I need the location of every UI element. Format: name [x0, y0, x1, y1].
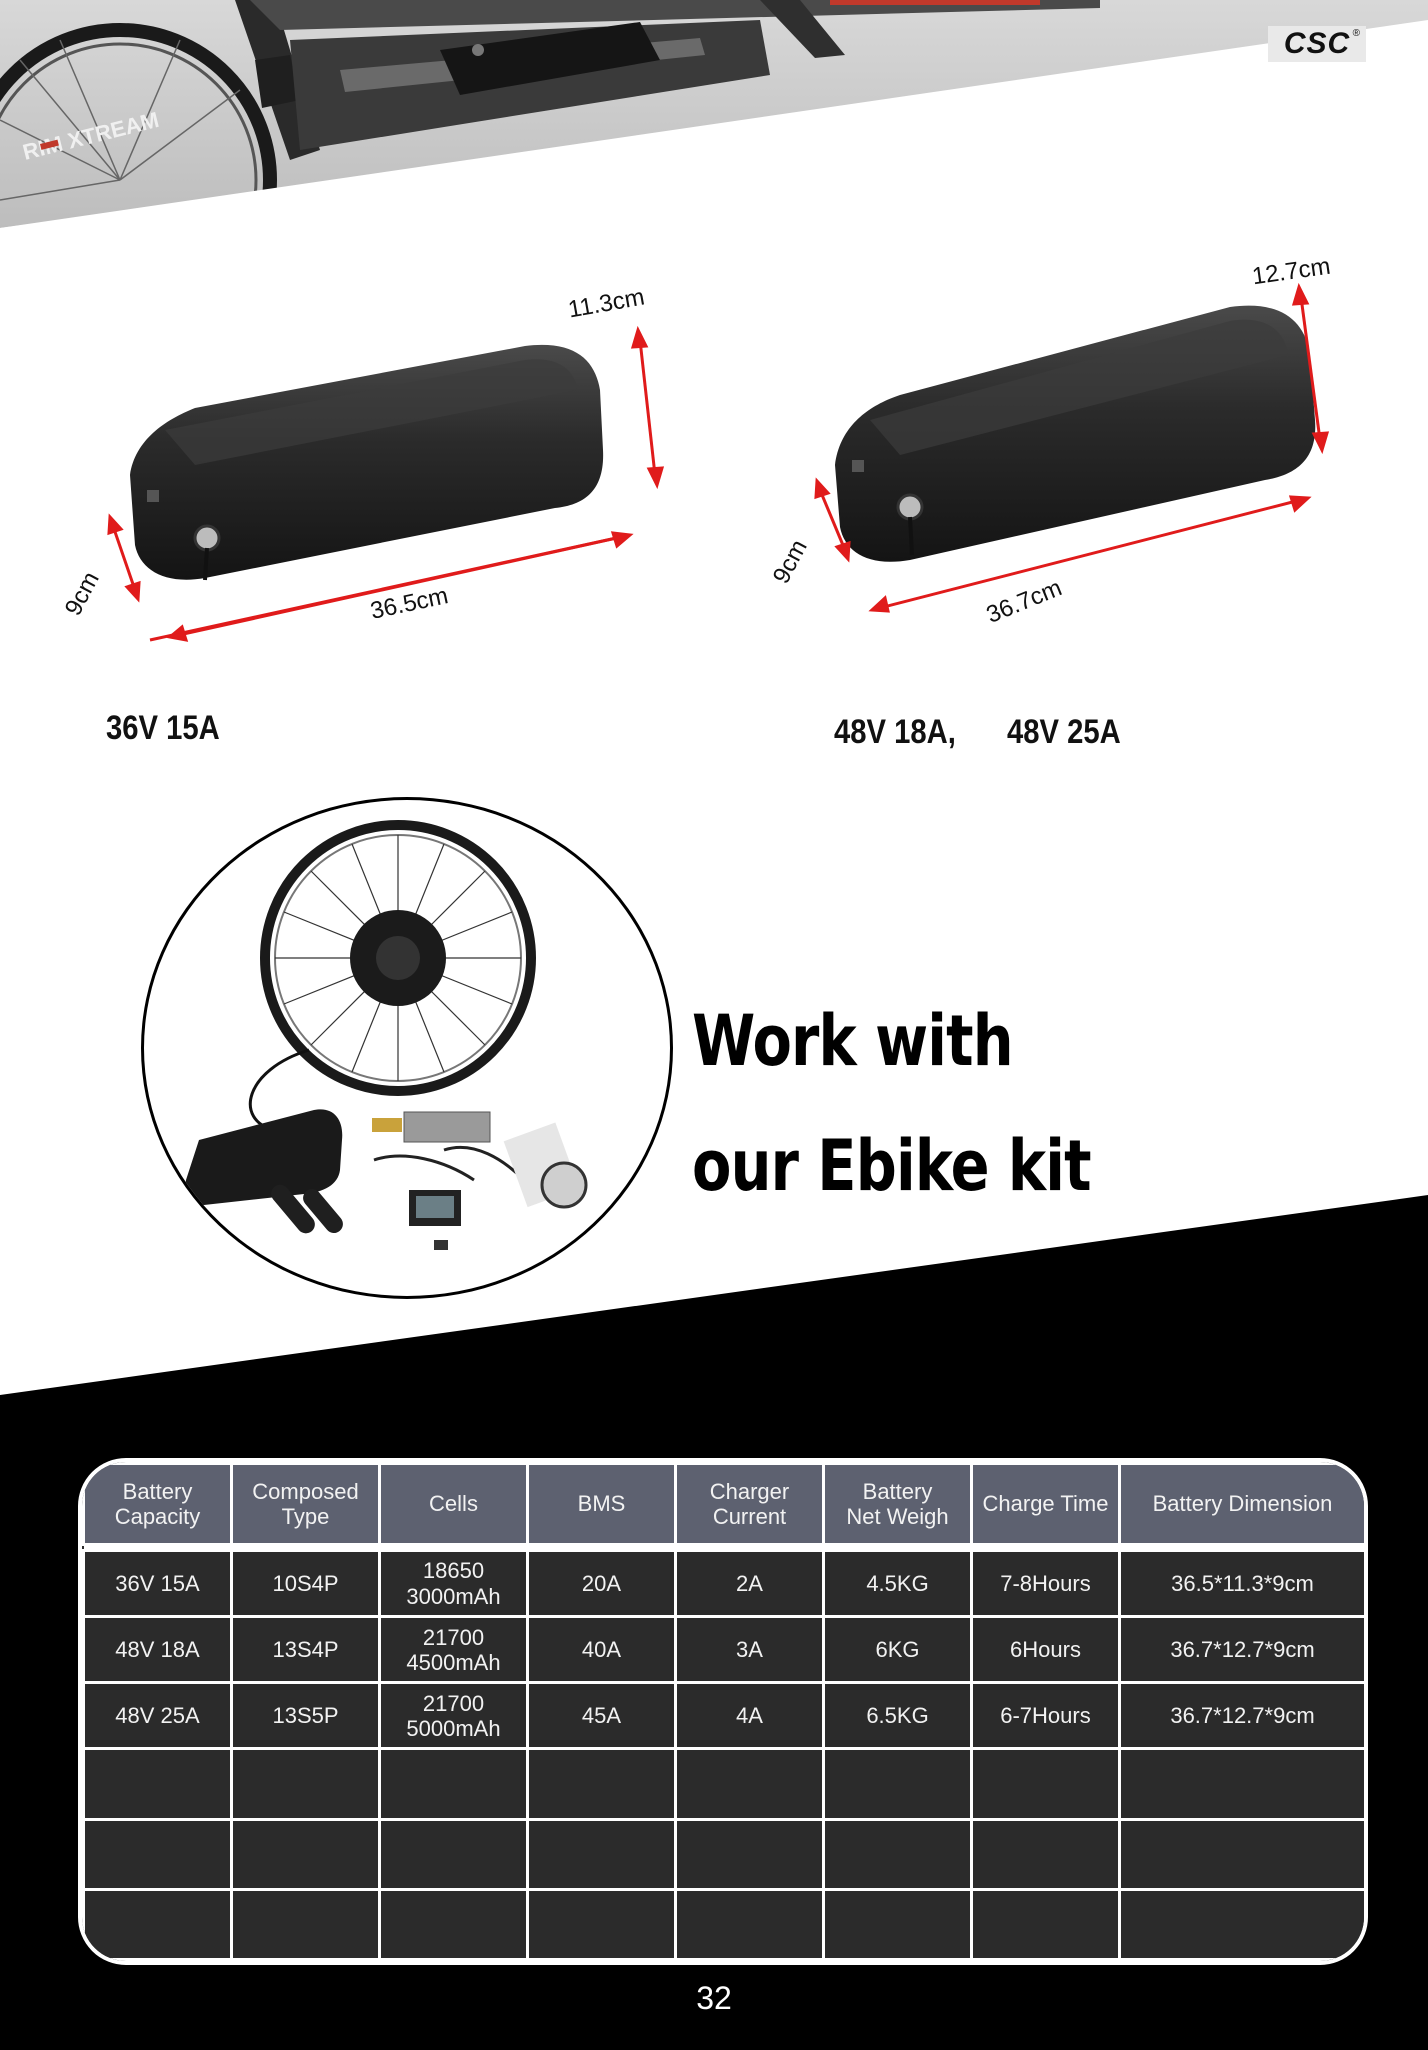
table-cell: 2A: [674, 1549, 825, 1619]
table-cell: 4A: [674, 1681, 825, 1751]
ebike-kit-illustration: [185, 820, 588, 1250]
table-cell-empty: [822, 1817, 973, 1891]
table-header-cell: Composed Type: [230, 1462, 381, 1546]
table-cell-empty: [378, 1747, 529, 1821]
battery2-model-label-b: 48V 25A: [1007, 713, 1121, 751]
brand-logo: CSC ®: [1268, 26, 1366, 62]
table-cell: 13S5P: [230, 1681, 381, 1751]
table-cell-empty: [82, 1887, 233, 1961]
table-cell-empty: [230, 1887, 381, 1961]
table-cell-empty: [970, 1747, 1121, 1821]
table-cell-empty: [526, 1817, 677, 1891]
table-cell: 36.5*11.3*9cm: [1118, 1549, 1364, 1619]
table-cell: 36.7*12.7*9cm: [1118, 1615, 1364, 1685]
table-cell: 6.5KG: [822, 1681, 973, 1751]
table-cell-empty: [970, 1817, 1121, 1891]
table-cell: 21700 4500mAh: [378, 1615, 529, 1685]
table-cell-empty: [1118, 1817, 1364, 1891]
table-cell: 36.7*12.7*9cm: [1118, 1681, 1364, 1751]
table-cell: 40A: [526, 1615, 677, 1685]
brand-logo-text: CSC: [1283, 27, 1351, 60]
table-cell: 6KG: [822, 1615, 973, 1685]
table-cell: 48V 18A: [82, 1615, 233, 1685]
table-cell: 45A: [526, 1681, 677, 1751]
table-cell-empty: [674, 1817, 825, 1891]
table-cell: 10S4P: [230, 1549, 381, 1619]
table-cell: 36V 15A: [82, 1549, 233, 1619]
table-cell: 18650 3000mAh: [378, 1549, 529, 1619]
table-cell-empty: [674, 1887, 825, 1961]
header-separator: [83, 1544, 1364, 1551]
ebike-kit-image: [141, 797, 673, 1299]
page-number: 32: [696, 1980, 732, 2016]
table-cell: 48V 25A: [82, 1681, 233, 1751]
table-cell: 6Hours: [970, 1615, 1121, 1685]
table-header-cell: Battery Dimension: [1118, 1462, 1364, 1546]
table-cell: 3A: [674, 1615, 825, 1685]
table-cell-empty: [378, 1817, 529, 1891]
battery2-model-label-a: 48V 18A,: [834, 713, 956, 751]
promo-line-2: our Ebike kit: [692, 1125, 1092, 1207]
table-cell: 7-8Hours: [970, 1549, 1121, 1619]
table-header-cell: Battery Capacity: [82, 1462, 233, 1546]
table-cell-empty: [970, 1887, 1121, 1961]
table-cell: 6-7Hours: [970, 1681, 1121, 1751]
table-cell-empty: [526, 1747, 677, 1821]
table-header-cell: Cells: [378, 1462, 529, 1546]
battery-image-48v: [814, 282, 1330, 613]
table-cell: 4.5KG: [822, 1549, 973, 1619]
table-cell: 13S4P: [230, 1615, 381, 1685]
table-row-empty: [82, 1887, 1364, 1961]
battery-image-36v: [107, 325, 665, 642]
table-cell-empty: [822, 1887, 973, 1961]
table-cell-empty: [822, 1747, 973, 1821]
table-header-cell: BMS: [526, 1462, 677, 1546]
table-row-empty: [82, 1817, 1364, 1891]
registered-mark: ®: [1352, 28, 1360, 39]
table-cell-empty: [526, 1887, 677, 1961]
table-cell: 20A: [526, 1549, 677, 1619]
bike-photo-banner: RIM XTREAM: [0, 0, 1428, 240]
table-cell-empty: [230, 1747, 381, 1821]
table-row-empty: [82, 1747, 1364, 1821]
table-header-cell: Battery Net Weigh: [822, 1462, 973, 1546]
table-cell-empty: [230, 1817, 381, 1891]
table-header-cell: Charge Time: [970, 1462, 1121, 1546]
battery1-model-label: 36V 15A: [106, 709, 220, 747]
table-cell-empty: [674, 1747, 825, 1821]
table-cell-empty: [82, 1747, 233, 1821]
table-cell-empty: [82, 1817, 233, 1891]
table-cell: 21700 5000mAh: [378, 1681, 529, 1751]
table-cell-empty: [1118, 1887, 1364, 1961]
table-cell-empty: [1118, 1747, 1364, 1821]
promo-line-1: Work with: [692, 1000, 1014, 1082]
table-cell-empty: [378, 1887, 529, 1961]
table-header-cell: Charger Current: [674, 1462, 825, 1546]
